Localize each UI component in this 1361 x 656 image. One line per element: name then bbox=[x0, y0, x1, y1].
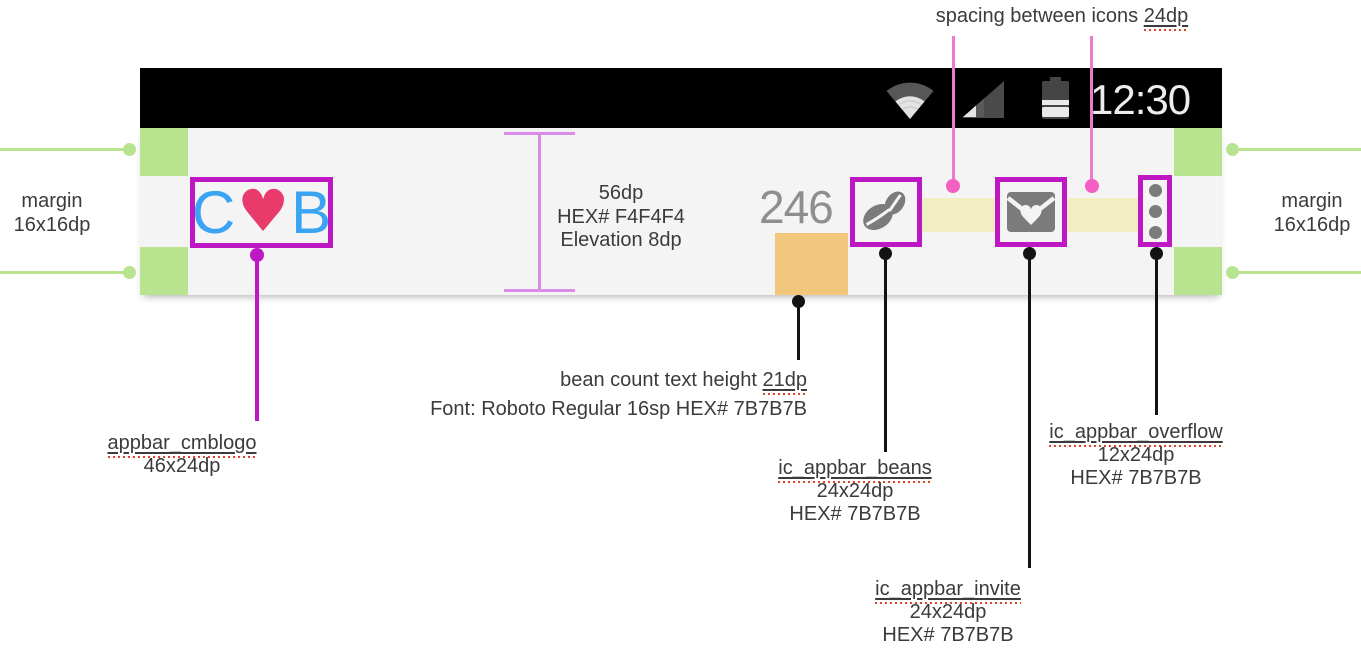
beans-leader-line bbox=[884, 254, 887, 452]
battery-icon bbox=[1042, 77, 1069, 119]
bean-count-font-spec: Font: Roboto Regular 16sp HEX# 7B7B7B bbox=[430, 398, 807, 420]
spacing-annotation-value: 24dp bbox=[1143, 5, 1189, 31]
logo-leader-line bbox=[255, 255, 259, 421]
spacing-leader-dot-left bbox=[946, 179, 960, 193]
margin-marker-bottom-right bbox=[1174, 247, 1222, 295]
bean-count-annotation: bean count text height 21dp Font: Roboto… bbox=[387, 366, 807, 424]
logo-asset-size: 46x24dp bbox=[143, 455, 221, 477]
signal-icon bbox=[962, 81, 1004, 118]
beans-button[interactable] bbox=[850, 177, 922, 247]
spacing-leader-dot-right bbox=[1085, 179, 1099, 193]
spacing-leader-line-left bbox=[952, 36, 955, 186]
beans-icon bbox=[863, 191, 906, 230]
height-measure-cap-bottom bbox=[504, 289, 575, 292]
beans-asset-hex: HEX# 7B7B7B bbox=[789, 503, 921, 525]
beans-asset-size: 24x24dp bbox=[816, 480, 894, 502]
icon-spacing-band-2 bbox=[1067, 198, 1138, 232]
overflow-asset-hex: HEX# 7B7B7B bbox=[1070, 467, 1202, 489]
left-margin-label: margin bbox=[21, 190, 83, 212]
beans-annotation: ic_appbar_beans 24x24dp HEX# 7B7B7B bbox=[755, 457, 955, 526]
invite-leader-line bbox=[1028, 254, 1031, 568]
invite-icon bbox=[1007, 192, 1055, 232]
logo-asset-name: appbar_cmblogo bbox=[107, 432, 257, 458]
appbar-height-spec: 56dp bbox=[598, 182, 644, 204]
overflow-icon bbox=[1148, 225, 1162, 239]
overflow-annotation: ic_appbar_overflow 12x24dp HEX# 7B7B7B bbox=[1036, 421, 1236, 490]
invite-annotation: ic_appbar_invite 24x24dp HEX# 7B7B7B bbox=[848, 578, 1048, 647]
text-height-marker bbox=[775, 233, 848, 295]
right-margin-line-bottom bbox=[1230, 271, 1361, 274]
overflow-leader-dot bbox=[1150, 247, 1163, 260]
invite-asset-name: ic_appbar_invite bbox=[875, 578, 1021, 604]
wifi-icon bbox=[886, 82, 934, 119]
logo-letter-c: C bbox=[191, 178, 236, 246]
bean-count-height-value: 21dp bbox=[762, 369, 807, 395]
left-margin-line-bottom bbox=[0, 271, 131, 274]
right-margin-dot-top bbox=[1226, 143, 1239, 156]
overflow-leader-line bbox=[1155, 254, 1158, 415]
left-margin-size: 16x16dp bbox=[13, 214, 91, 236]
icon-spacing-band-1 bbox=[922, 198, 997, 232]
appbar-elevation-spec: Elevation 8dp bbox=[560, 229, 682, 251]
right-margin-label: margin bbox=[1281, 190, 1343, 212]
invite-button[interactable] bbox=[995, 177, 1067, 247]
margin-marker-top-right bbox=[1174, 128, 1222, 176]
margin-marker-top-left bbox=[140, 128, 188, 176]
right-margin-size: 16x16dp bbox=[1273, 214, 1351, 236]
logo-letter-b: B bbox=[291, 178, 332, 246]
bean-count-height-prefix: bean count text height bbox=[560, 369, 757, 391]
overflow-button[interactable] bbox=[1138, 175, 1172, 247]
logo-annotation: appbar_cmblogo 46x24dp bbox=[82, 432, 282, 478]
bean-count-leader-line bbox=[797, 301, 800, 360]
status-bar-clock: 12:30 bbox=[1090, 76, 1191, 123]
overflow-asset-size: 12x24dp bbox=[1097, 444, 1175, 466]
invite-leader-dot bbox=[1023, 247, 1036, 260]
beans-leader-dot bbox=[879, 247, 892, 260]
status-bar: 12:30 bbox=[140, 68, 1222, 128]
invite-asset-size: 24x24dp bbox=[909, 601, 987, 623]
bean-count-text: 246 bbox=[759, 181, 834, 233]
left-margin-dot-top bbox=[123, 143, 136, 156]
left-margin-dot-bottom bbox=[123, 266, 136, 279]
left-margin-annotation: margin 16x16dp bbox=[0, 189, 104, 237]
appbar-hex-spec: HEX# F4F4F4 bbox=[557, 205, 685, 228]
right-margin-line-top bbox=[1230, 148, 1361, 151]
app-bar: C ♥ B 246 bbox=[140, 128, 1222, 295]
margin-marker-bottom-left bbox=[140, 247, 188, 295]
overflow-icon bbox=[1148, 183, 1162, 197]
overflow-asset-name: ic_appbar_overflow bbox=[1049, 421, 1223, 447]
height-measure-line bbox=[538, 133, 541, 290]
spacing-leader-line-right bbox=[1090, 36, 1093, 186]
appbar-logo-box: C ♥ B bbox=[190, 177, 333, 248]
left-margin-line-top bbox=[0, 148, 131, 151]
right-margin-dot-bottom bbox=[1226, 266, 1239, 279]
spacing-annotation: spacing between icons 24dp bbox=[862, 5, 1262, 31]
invite-asset-hex: HEX# 7B7B7B bbox=[882, 624, 1014, 646]
spacing-annotation-prefix: spacing between icons bbox=[935, 5, 1139, 27]
appbar-spec-annotation: 56dp HEX# F4F4F4 Elevation 8dp bbox=[521, 182, 721, 253]
right-margin-annotation: margin 16x16dp bbox=[1263, 189, 1361, 237]
overflow-icon bbox=[1148, 204, 1162, 218]
beans-asset-name: ic_appbar_beans bbox=[778, 457, 932, 483]
